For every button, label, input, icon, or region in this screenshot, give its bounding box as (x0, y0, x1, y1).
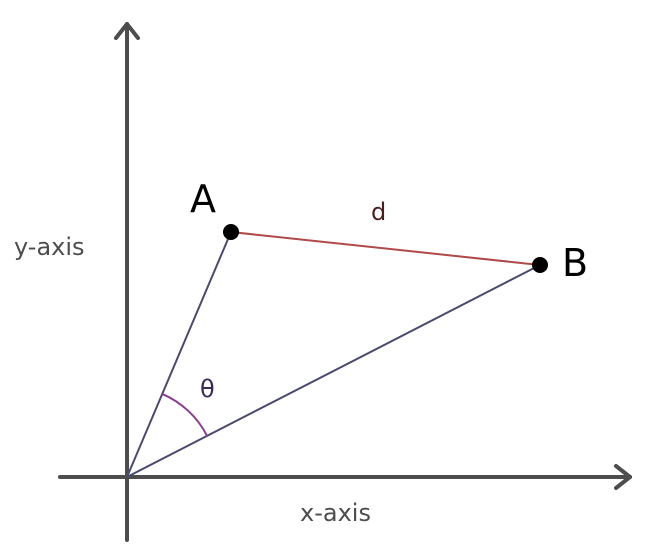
y-axis-label: y-axis (14, 233, 85, 261)
point-b-label: B (562, 241, 588, 285)
point-a-label: A (190, 177, 216, 221)
x-axis-arrowhead (614, 464, 632, 490)
distance-label: d (371, 198, 386, 226)
distance-line-ab (230, 231, 541, 266)
angle-theta-label: θ (200, 375, 215, 403)
vector-origin-to-a (126, 231, 232, 478)
angle-theta-arc (161, 392, 208, 437)
point-b-dot (532, 257, 548, 273)
y-axis-arrowhead (114, 22, 140, 40)
vector-origin-to-b (126, 264, 541, 478)
point-a-dot (223, 224, 239, 240)
x-axis-label: x-axis (300, 499, 371, 527)
